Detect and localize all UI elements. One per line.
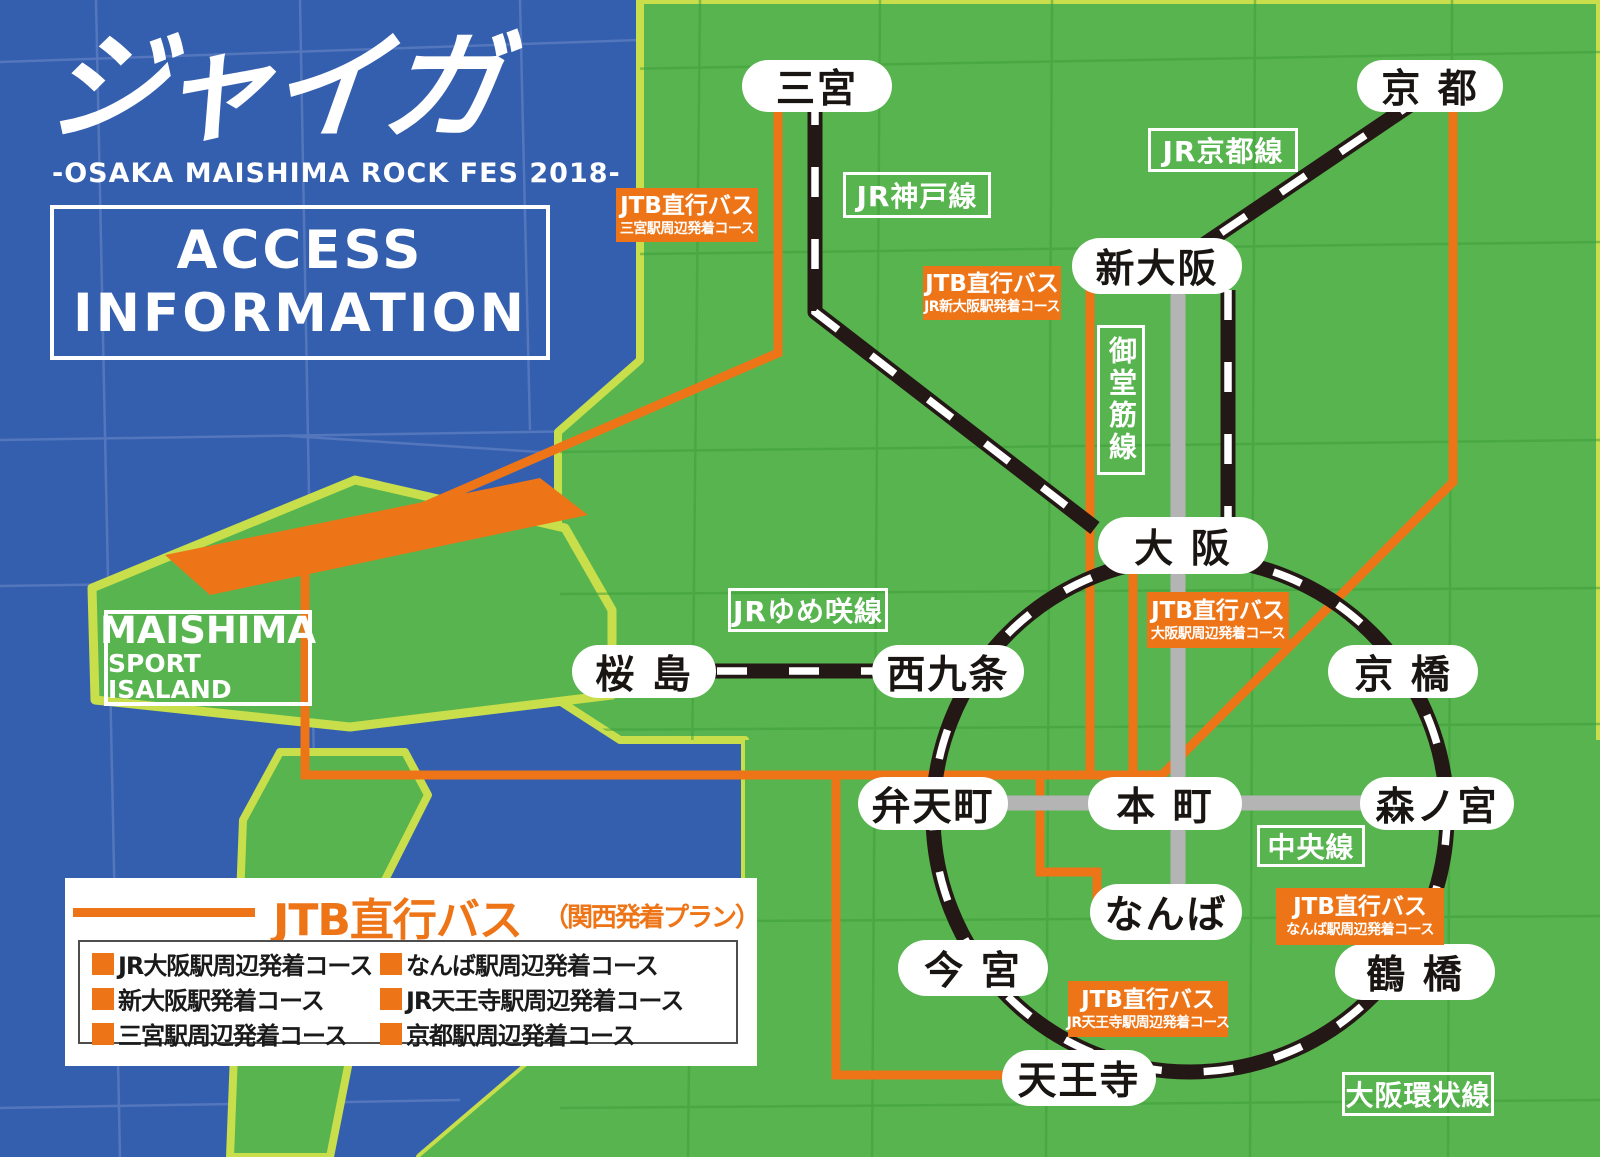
course-label: JR大阪駅周辺発着コース	[118, 952, 373, 980]
course-bullet-icon	[92, 952, 114, 975]
line-label-jr-kyoto: JR京都線	[1148, 128, 1298, 172]
bus-route-kyoto	[1156, 110, 1458, 781]
course-bullet-icon	[92, 1022, 114, 1045]
legend-route-swatch	[73, 908, 255, 917]
bus-label-title: JTB直行バス	[1293, 894, 1427, 921]
festival-subtitle: -OSAKA MAISHIMA ROCK FES 2018-	[52, 158, 621, 189]
bus-label-subtitle: JR新大阪駅発着コース	[924, 298, 1060, 315]
station-tsuruhashi: 鶴 橋	[1335, 944, 1495, 1000]
course-bullet-icon	[92, 987, 114, 1010]
bus-label-title: JTB直行バス	[1151, 597, 1285, 624]
line-label-jr-yumesaki: JRゆめ咲線	[728, 588, 888, 632]
station-morinomiya: 森ノ宮	[1360, 777, 1514, 830]
station-kyoto: 京 都	[1357, 60, 1503, 112]
bus-label-subtitle: なんば駅周辺発着コース	[1286, 922, 1434, 939]
station-bentencho: 弁天町	[858, 777, 1008, 830]
course-label: 三宮駅周辺発着コース	[118, 1022, 348, 1050]
course-bullet-icon	[380, 1022, 402, 1045]
line-label-osaka-loop: 大阪環状線	[1342, 1072, 1494, 1116]
station-kyobashi: 京 橋	[1328, 645, 1478, 698]
access-information-title: ACCESS INFORMATION	[50, 205, 550, 360]
station-osaka: 大 阪	[1098, 517, 1268, 574]
venue-name-line2: SPORT ISALAND	[108, 649, 232, 705]
bus-label-title: JTB直行バス	[1081, 986, 1215, 1013]
venue-name-line1: MAISHIMA	[99, 609, 317, 653]
station-sannomiya: 三宮	[742, 60, 892, 112]
legend-course-item: なんば駅周辺発着コース	[380, 946, 732, 981]
bus-label-osaka: JTB直行バス 大阪駅周辺発着コース	[1147, 592, 1289, 648]
bus-label-title: JTB直行バス	[620, 192, 754, 219]
legend-title-note: （関西発着プラン）	[543, 903, 761, 933]
bus-route-sannomiya	[418, 112, 783, 513]
line-label-midosuji: 御堂筋線	[1097, 325, 1145, 475]
bus-label-subtitle: JR天王寺駅周辺発着コース	[1066, 1014, 1230, 1031]
station-imamiya: 今 宮	[898, 940, 1048, 996]
bus-route-main	[300, 555, 1162, 780]
access-title-line1: ACCESS	[176, 219, 424, 281]
line-label-jr-kobe: JR神戸線	[843, 172, 991, 218]
legend-title-row: JTB直行バス （関西発着プラン）	[65, 884, 761, 946]
bus-label-shin-osaka: JTB直行バス JR新大阪駅発着コース	[923, 266, 1061, 320]
bus-label-sannomiya: JTB直行バス 三宮駅周辺発着コース	[616, 188, 758, 242]
course-label: 新大阪駅発着コース	[118, 987, 325, 1015]
legend-course-item: JR大阪駅周辺発着コース	[92, 946, 380, 981]
course-label: JR天王寺駅周辺発着コース	[406, 987, 684, 1015]
legend-course-item: JR天王寺駅周辺発着コース	[380, 981, 732, 1016]
bus-label-namba: JTB直行バス なんば駅周辺発着コース	[1276, 888, 1444, 945]
bus-routes	[300, 110, 1458, 1080]
station-tennoji: 天王寺	[1002, 1050, 1156, 1106]
station-shin-osaka: 新大阪	[1072, 238, 1242, 294]
course-label: なんば駅周辺発着コース	[406, 952, 659, 980]
line-label-chuo: 中央線	[1257, 825, 1365, 867]
bus-label-title: JTB直行バス	[925, 270, 1059, 297]
legend-course-column-left: JR大阪駅周辺発着コース 新大阪駅発着コース 三宮駅周辺発着コース	[92, 946, 380, 1050]
station-hommachi: 本 町	[1088, 777, 1242, 830]
legend-title: JTB直行バス	[273, 895, 523, 946]
legend-course-item: 京都駅周辺発着コース	[380, 1016, 732, 1051]
course-bullet-icon	[380, 987, 402, 1010]
bus-label-subtitle: 大阪駅周辺発着コース	[1150, 625, 1286, 642]
access-title-line2: INFORMATION	[72, 282, 528, 344]
venue-marker	[165, 478, 588, 595]
station-nishikujo: 西九条	[872, 645, 1024, 698]
legend-course-item: 三宮駅周辺発着コース	[92, 1016, 380, 1051]
course-label: 京都駅周辺発着コース	[406, 1022, 636, 1050]
bus-route-tennoji	[831, 775, 1060, 1080]
station-namba: なんば	[1090, 884, 1242, 940]
bus-label-tennoji: JTB直行バス JR天王寺駅周辺発着コース	[1066, 981, 1230, 1037]
legend-course-item: 新大阪駅発着コース	[92, 981, 380, 1016]
bus-label-subtitle: 三宮駅周辺発着コース	[619, 220, 755, 237]
course-bullet-icon	[380, 952, 402, 975]
festival-logo: ジャイガ	[40, 18, 506, 156]
venue-label: MAISHIMA SPORT ISALAND	[100, 610, 316, 706]
station-sakurajima: 桜 島	[572, 645, 716, 698]
legend-course-list: JR大阪駅周辺発着コース 新大阪駅発着コース 三宮駅周辺発着コース なんば駅周辺…	[78, 940, 738, 1050]
legend-course-column-right: なんば駅周辺発着コース JR天王寺駅周辺発着コース 京都駅周辺発着コース	[380, 946, 732, 1050]
